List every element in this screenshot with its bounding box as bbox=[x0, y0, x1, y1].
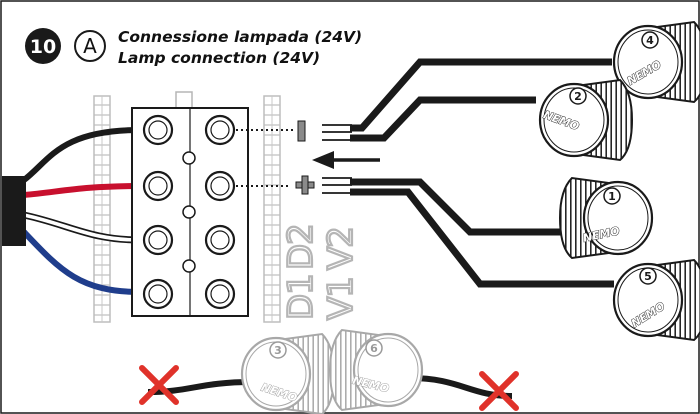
cap-1-number: 1 bbox=[608, 190, 616, 203]
terminal-label-d2: D2 bbox=[281, 224, 321, 270]
input-wires bbox=[21, 127, 141, 295]
negative-symbol bbox=[297, 120, 306, 142]
cap-3-number: 3 bbox=[274, 344, 282, 357]
terminal-label-v1: V1 bbox=[321, 277, 361, 320]
cap-4-number: 4 bbox=[646, 34, 654, 47]
cap-6-number: 6 bbox=[370, 342, 378, 355]
input-cable-sheath bbox=[2, 176, 26, 246]
din-rail-right bbox=[263, 95, 281, 323]
cap-4: 4 NEMO bbox=[612, 20, 700, 104]
cap-5-number: 5 bbox=[644, 270, 652, 283]
insertion-arrow bbox=[312, 151, 380, 169]
connection-dots bbox=[236, 129, 296, 187]
step-badge: 10 bbox=[25, 28, 61, 64]
terminal-label-d1: D1 bbox=[281, 274, 321, 320]
cross-mark-left bbox=[139, 365, 179, 405]
step-letter-badge: A bbox=[74, 30, 106, 62]
terminal-block bbox=[131, 91, 249, 317]
terminal-labels: D1 D2 V1 V2 bbox=[280, 223, 362, 321]
cap-3: 3 NEMO bbox=[240, 332, 336, 414]
cap-2: 2 NEMO bbox=[538, 78, 634, 162]
title-english: Lamp connection (24V) bbox=[118, 49, 320, 67]
title-italian: Connessione lampada (24V) bbox=[118, 28, 362, 46]
step-number: 10 bbox=[30, 36, 56, 58]
terminal-screws bbox=[142, 114, 236, 310]
terminal-label-v2: V2 bbox=[321, 227, 361, 270]
din-rail-left bbox=[93, 95, 111, 323]
cross-mark-right bbox=[479, 371, 519, 411]
cap-5: 5 NEMO bbox=[612, 258, 700, 342]
output-wires bbox=[322, 58, 614, 288]
positive-symbol bbox=[295, 175, 315, 195]
cap-2-number: 2 bbox=[574, 90, 582, 103]
step-letter: A bbox=[83, 34, 97, 58]
